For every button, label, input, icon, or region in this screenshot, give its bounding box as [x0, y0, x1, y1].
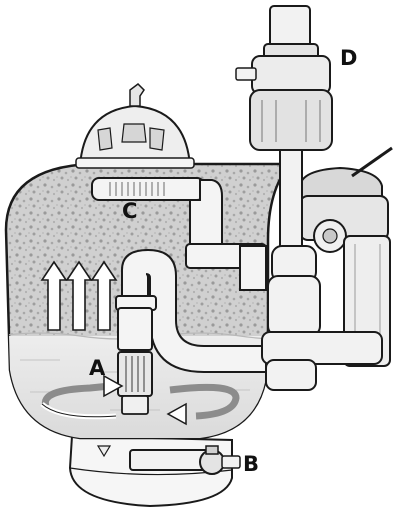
- callout-b: B: [243, 452, 260, 476]
- internal-pipes: [115, 179, 267, 373]
- tank-dome-lid: [75, 83, 195, 169]
- lateral-hub: [117, 351, 153, 415]
- multiport-valve: [235, 5, 333, 151]
- callout-a: A: [89, 356, 106, 380]
- inlet-diffuser: [91, 177, 205, 201]
- callout-c: C: [122, 199, 138, 223]
- drain-valve: [96, 445, 241, 475]
- upward-flow-arrows: [40, 260, 118, 331]
- swirl-arrows: [40, 374, 240, 426]
- callout-d: D: [340, 46, 358, 70]
